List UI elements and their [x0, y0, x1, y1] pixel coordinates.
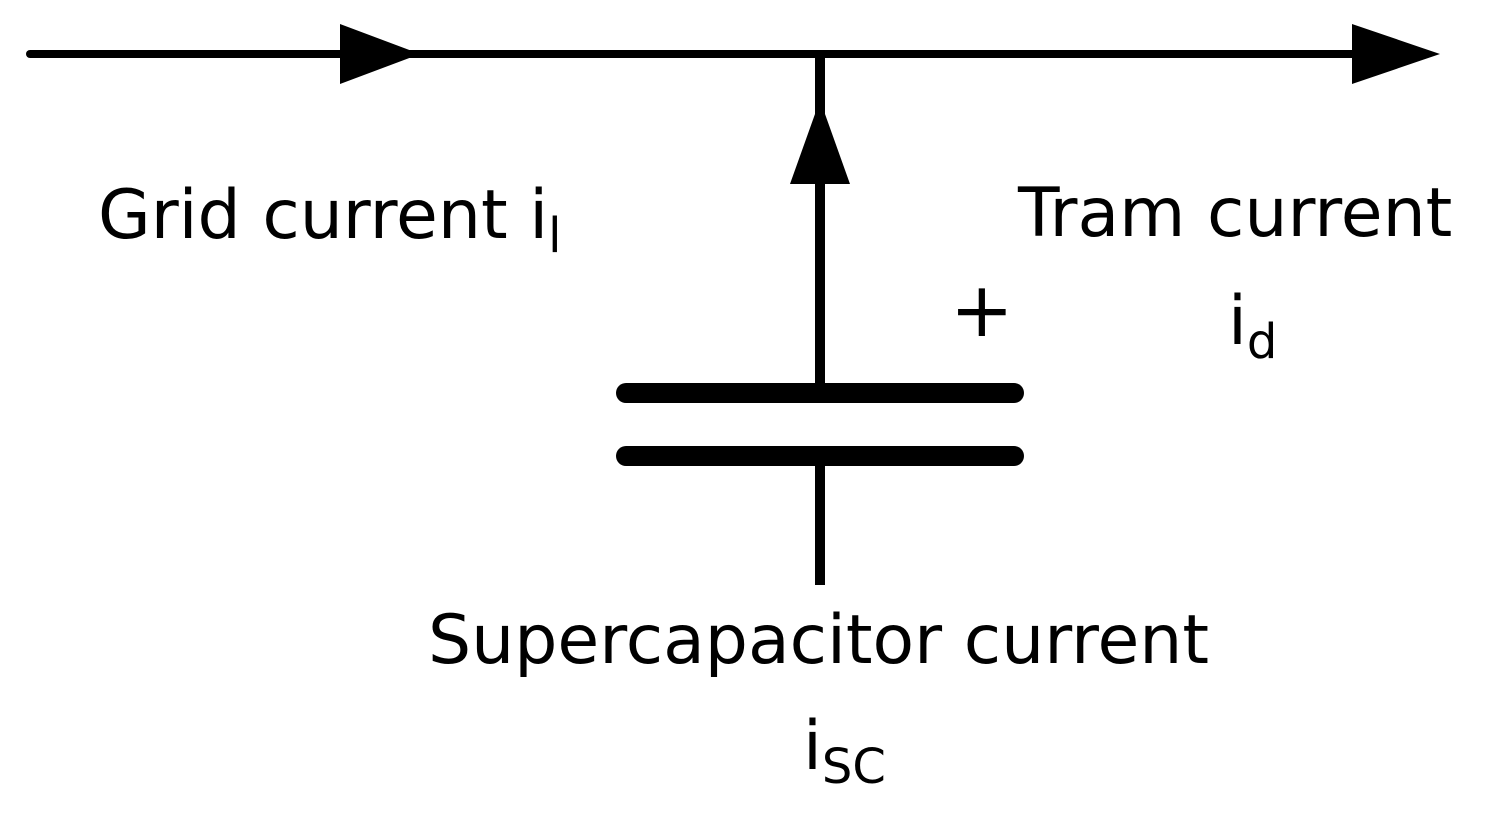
- supercapacitor-current-symbol-group: iSC: [803, 713, 886, 792]
- supercapacitor-current-subscript: SC: [821, 739, 886, 795]
- grid-current-text: Grid current: [98, 176, 530, 255]
- tram-current-arrow: [1352, 24, 1440, 84]
- supercapacitor-current-arrow: [790, 100, 850, 184]
- grid-current-subscript: l: [548, 208, 562, 264]
- grid-current-arrow: [340, 24, 420, 84]
- tram-current-subscript: d: [1246, 314, 1278, 370]
- supercapacitor-current-label: Supercapacitor current: [428, 601, 1210, 680]
- tram-current-label: Tram current: [1018, 174, 1453, 253]
- tram-current-symbol-group: id: [1228, 288, 1277, 367]
- grid-current-symbol: i: [529, 176, 549, 255]
- polarity-plus-sign: +: [950, 265, 1014, 354]
- grid-current-label: Grid current il: [98, 182, 562, 261]
- supercapacitor-current-symbol: i: [803, 707, 822, 786]
- tram-current-symbol: i: [1228, 282, 1247, 361]
